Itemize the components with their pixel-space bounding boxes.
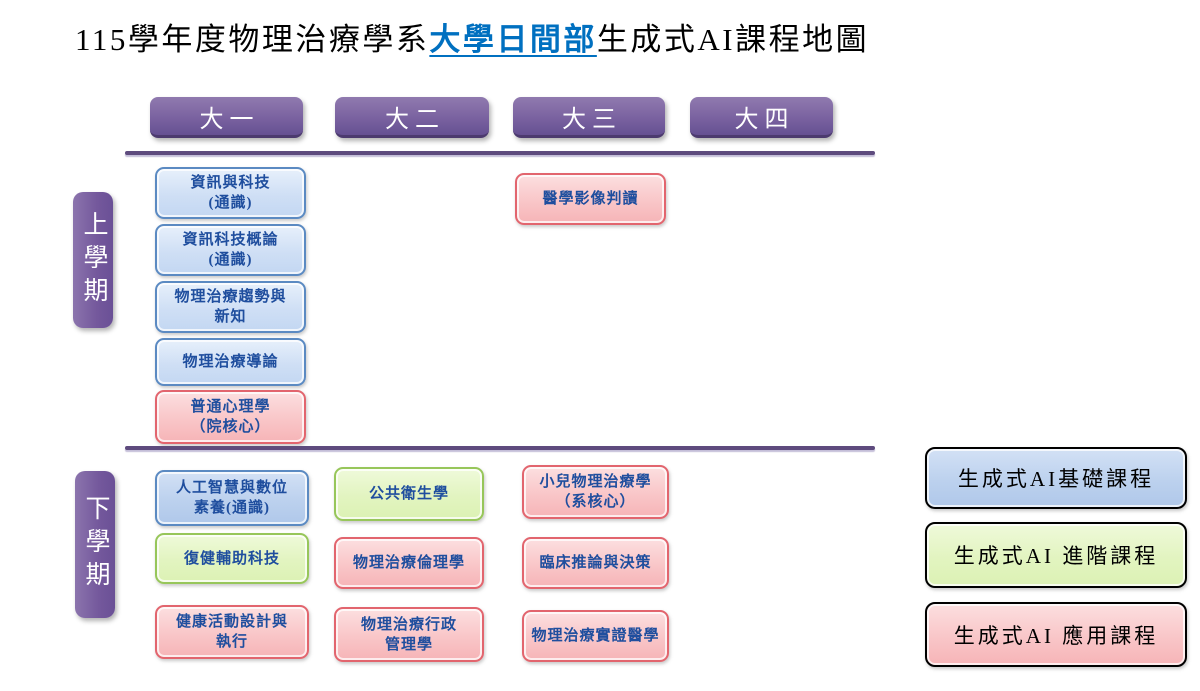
year-header-label: 大一 [199,106,260,133]
course-line: 素養(通識) [194,500,270,516]
legend-item-applied: 生成式AI 應用課程 [925,602,1187,667]
course-box: 人工智慧與數位 素養(通識) [155,470,309,526]
divider-middle [125,446,875,450]
year-header-label: 大四 [734,106,795,133]
course-box: 物理治療倫理學 [334,537,484,589]
course-line: （院核心） [190,419,271,435]
page-title: 115學年度物理治療學系大學日間部生成式AI課程地圖 [75,14,869,59]
title-link-day-division[interactable]: 大學日間部 [429,22,597,57]
course-box: 資訊與科技 (通識) [155,167,306,219]
course-line: 醫學影像判讀 [542,191,639,207]
course-line: 小兒物理治療學 [539,474,652,490]
course-box: 復健輔助科技 [155,533,309,584]
legend-label: 生成式AI 應用課程 [953,623,1159,648]
course-line: 公共衛生學 [368,486,449,502]
title-suffix: 生成式AI課程地圖 [596,22,870,57]
course-line: 資訊科技概論 [182,232,279,248]
year-header-1: 大一 [150,97,303,138]
legend-item-foundation: 生成式AI基礎課程 [925,447,1187,509]
course-box: 物理治療行政 管理學 [334,607,484,662]
divider-top [125,151,875,155]
course-box: 資訊科技概論 (通識) [155,224,306,276]
legend-label: 生成式AI基礎課程 [957,467,1155,491]
course-box: 物理治療實證醫學 [522,610,669,662]
semester-label-first: 上學期 [73,192,113,328]
course-box: 普通心理學 （院核心） [155,390,306,444]
course-box: 醫學影像判讀 [515,173,666,225]
legend-label: 生成式AI 進階課程 [953,544,1159,568]
legend-item-advanced: 生成式AI 進階課程 [925,522,1187,588]
course-line: 普通心理學 [190,399,271,415]
semester-label-second: 下學期 [75,471,115,618]
course-line: 資訊與科技 [190,175,271,191]
course-line: (通識) [208,195,253,211]
course-line: 人工智慧與數位 [175,480,288,496]
year-header-3: 大三 [513,97,665,138]
course-box: 物理治療趨勢與 新知 [155,281,306,333]
semester-label-text: 上學期 [80,210,107,310]
course-line: 執行 [215,634,248,650]
course-line: 管理學 [384,636,433,653]
course-box: 健康活動設計與 執行 [155,605,309,659]
course-line: 物理治療實證醫學 [531,628,660,644]
course-box: 公共衛生學 [334,467,484,521]
semester-label-text: 下學期 [82,495,109,594]
year-header-label: 大三 [562,106,622,133]
course-line: （系核心） [555,494,636,510]
course-line: 臨床推論與決策 [539,555,652,571]
course-box: 小兒物理治療學 （系核心） [522,465,669,519]
course-line: 復健輔助科技 [183,550,280,567]
course-line: (通識) [208,252,253,268]
course-line: 物理治療倫理學 [352,555,465,571]
course-box: 物理治療導論 [155,338,306,386]
course-line: 物理治療導論 [182,354,279,370]
year-header-4: 大四 [690,97,833,138]
course-line: 健康活動設計與 [175,614,288,630]
course-line: 新知 [214,309,247,325]
course-line: 物理治療行政 [360,616,457,633]
title-prefix: 115學年度物理治療學系 [75,22,430,57]
year-header-2: 大二 [335,97,489,138]
year-header-label: 大二 [385,106,445,133]
course-line: 物理治療趨勢與 [174,289,287,305]
course-box: 臨床推論與決策 [522,537,669,589]
